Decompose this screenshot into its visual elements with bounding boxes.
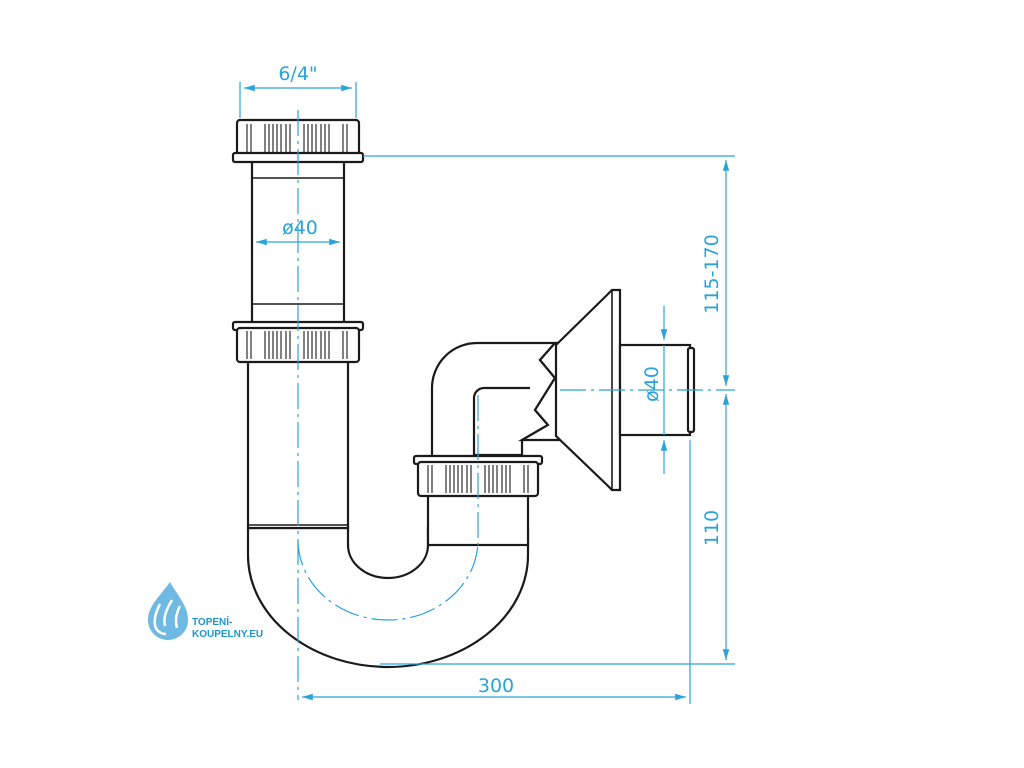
- outlet-diameter-label: ø40: [641, 366, 663, 402]
- wall-rosette: [554, 288, 622, 492]
- elbow: [430, 341, 558, 460]
- water-drop-icon: [148, 582, 188, 640]
- trap-height-label: 110: [701, 510, 723, 546]
- inlet-diameter-label: ø40: [282, 217, 318, 239]
- dimensions: 6/4" ø40 ø40 115-170 110 300: [239, 63, 735, 704]
- logo-text-line1: TOPENÍ-: [192, 615, 232, 628]
- u-bend-centerline: [297, 394, 552, 621]
- width-label: 300: [478, 675, 514, 697]
- logo-text-line2: KOUPELNY.EU: [192, 629, 263, 640]
- thread-size-label: 6/4": [278, 63, 317, 85]
- height-adjust-label: 115-170: [701, 234, 723, 313]
- center-lines: [297, 110, 479, 700]
- u-bend: [246, 526, 530, 669]
- top-nut: [231, 118, 365, 164]
- brand-logo: TOPENÍ- KOUPELNY.EU: [148, 582, 263, 640]
- siphon-body: [231, 118, 696, 669]
